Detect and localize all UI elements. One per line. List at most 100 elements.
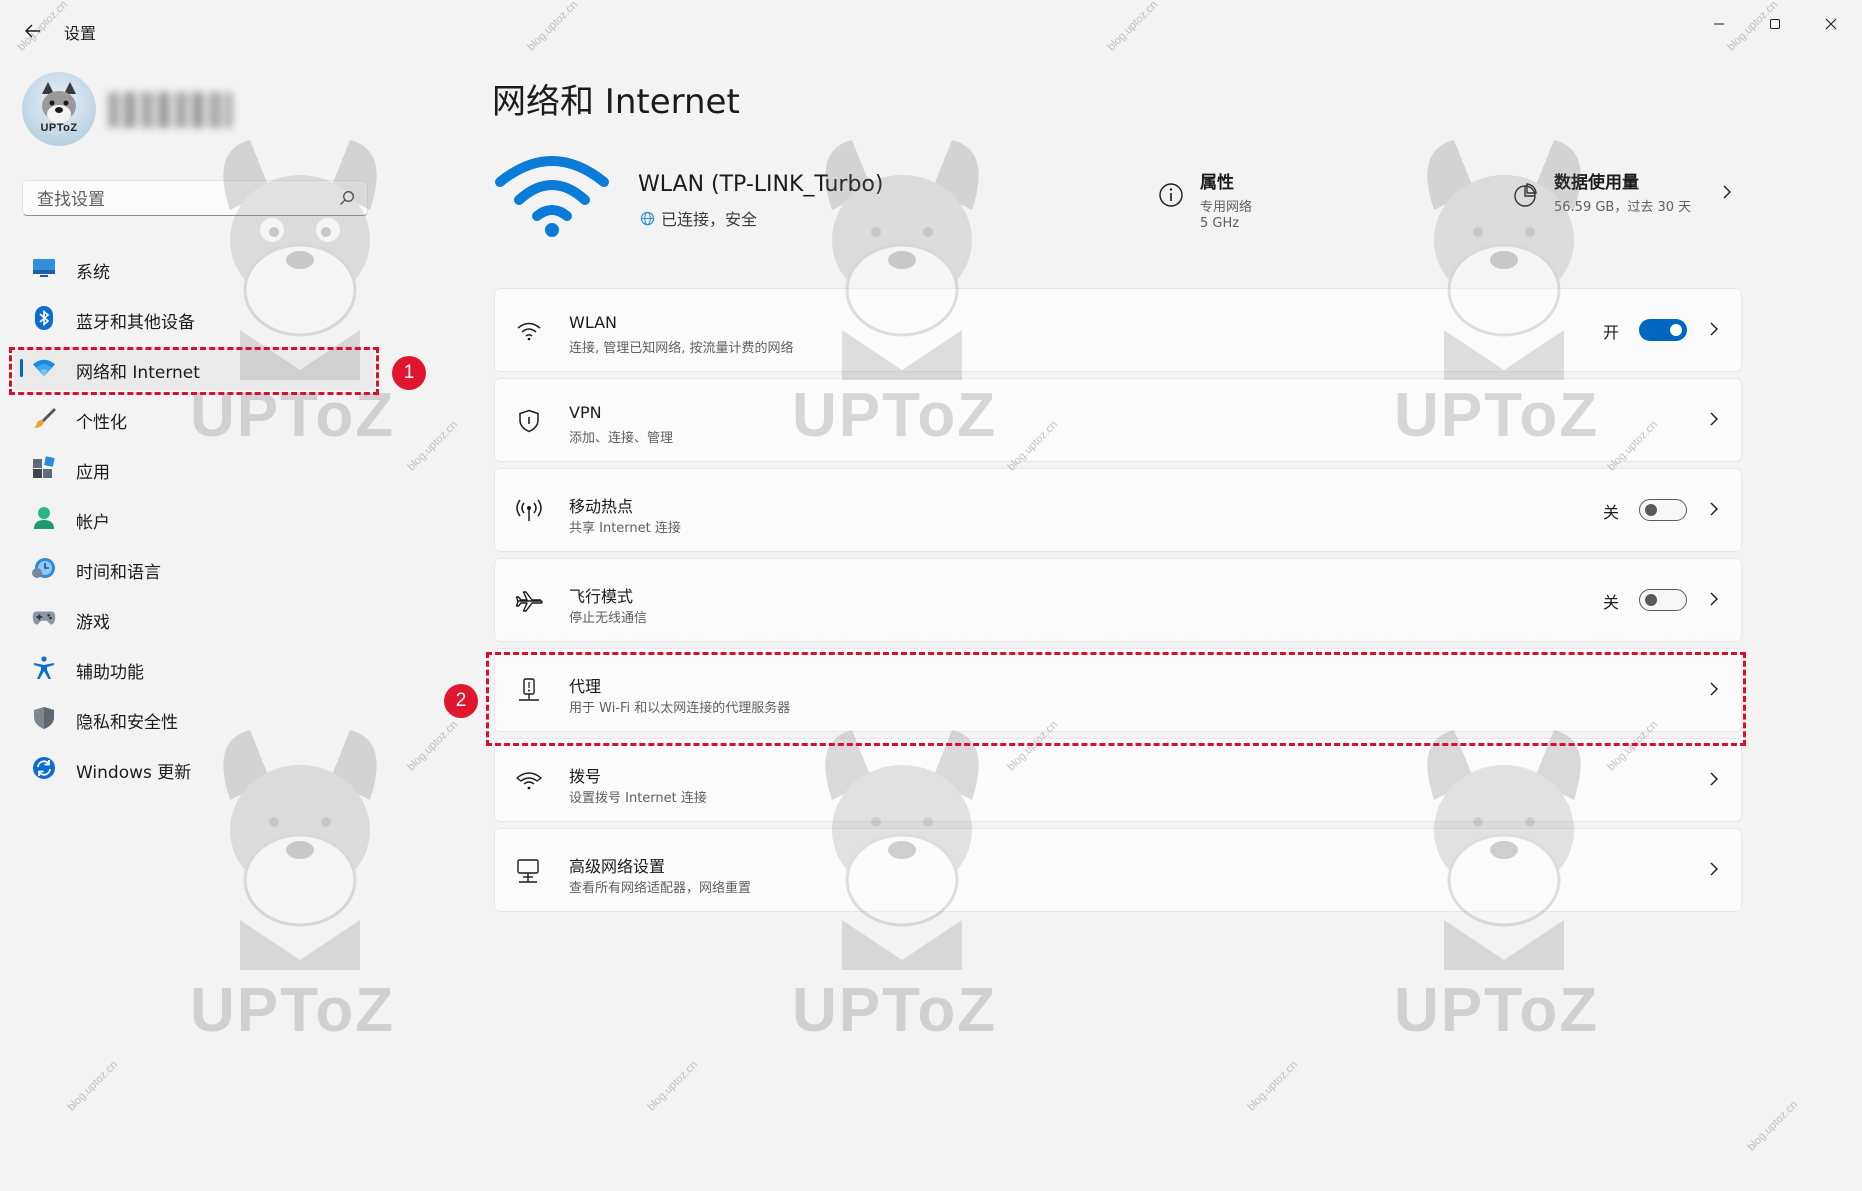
watermark-url: blog.uptoz.cn bbox=[1745, 1098, 1801, 1154]
proxy-server-icon bbox=[515, 677, 543, 705]
annotation-badge-1: 1 bbox=[392, 356, 426, 390]
toggle-knob bbox=[1670, 324, 1682, 336]
bluetooth-icon bbox=[32, 306, 56, 330]
annotation-badge-2: 2 bbox=[444, 684, 478, 718]
wifi-icon bbox=[515, 317, 543, 345]
gamepad-icon bbox=[32, 606, 56, 630]
sidebar-item-label: 帐户 bbox=[76, 513, 110, 533]
chevron-right-icon bbox=[1709, 771, 1719, 787]
avatar-text: UPToZ bbox=[40, 122, 78, 134]
maximize-button[interactable] bbox=[1752, 6, 1798, 42]
card-title: 代理 bbox=[569, 677, 602, 696]
card-title: VPN bbox=[569, 403, 602, 422]
sidebar-item-label: 个性化 bbox=[76, 413, 127, 433]
sidebar-item-label: 网络和 Internet bbox=[76, 363, 200, 383]
card-advanced-network-settings[interactable]: 高级网络设置 查看所有网络适配器，网络重置 bbox=[494, 828, 1742, 912]
close-button[interactable] bbox=[1808, 6, 1854, 42]
card-title: WLAN bbox=[569, 313, 618, 332]
card-title: 飞行模式 bbox=[569, 587, 634, 606]
card-mobile-hotspot[interactable]: 移动热点 共享 Internet 连接 关 bbox=[494, 468, 1742, 552]
monitor-icon bbox=[32, 256, 56, 280]
card-airplane-mode[interactable]: 飞行模式 停止无线通信 关 bbox=[494, 558, 1742, 642]
globe-icon bbox=[640, 211, 655, 226]
apps-icon bbox=[32, 456, 56, 480]
network-pc-icon bbox=[515, 857, 543, 885]
data-usage-link[interactable]: 数据使用量 56.59 GB，过去 30 天 bbox=[1512, 168, 1732, 224]
card-subtitle: 设置拨号 Internet 连接 bbox=[569, 791, 707, 806]
properties-network-type: 专用网络 bbox=[1200, 200, 1253, 215]
person-icon bbox=[32, 506, 56, 530]
sidebar-item-apps[interactable]: 应用 bbox=[14, 446, 374, 490]
user-name-redacted bbox=[108, 92, 232, 128]
hotspot-icon bbox=[515, 497, 543, 525]
schnauzer-icon bbox=[42, 82, 76, 123]
sidebar-item-label: 隐私和安全性 bbox=[76, 713, 178, 733]
settings-cards: WLAN 连接, 管理已知网络, 按流量计费的网络 开 VPN 添加、连接、管理… bbox=[494, 288, 1742, 918]
card-subtitle: 用于 Wi-Fi 和以太网连接的代理服务器 bbox=[569, 701, 791, 716]
watermark-url: blog.uptoz.cn bbox=[65, 1058, 121, 1114]
card-subtitle: 停止无线通信 bbox=[569, 611, 648, 626]
data-usage-detail: 56.59 GB，过去 30 天 bbox=[1554, 200, 1692, 215]
sidebar-item-bluetooth[interactable]: 蓝牙和其他设备 bbox=[14, 296, 374, 340]
paintbrush-icon bbox=[32, 406, 56, 430]
card-title: 高级网络设置 bbox=[569, 857, 666, 876]
dialup-icon bbox=[515, 767, 543, 795]
chevron-right-icon bbox=[1709, 501, 1719, 517]
search-icon[interactable] bbox=[339, 190, 355, 206]
sidebar-item-accessibility[interactable]: 辅助功能 bbox=[14, 646, 374, 690]
clock-globe-icon bbox=[32, 556, 56, 580]
arrow-left-icon bbox=[24, 22, 42, 40]
sidebar-item-label: Windows 更新 bbox=[76, 763, 192, 783]
accessibility-icon bbox=[32, 656, 56, 680]
network-status-text: 已连接，安全 bbox=[661, 210, 758, 229]
properties-band: 5 GHz bbox=[1200, 216, 1240, 231]
sidebar-item-personalization[interactable]: 个性化 bbox=[14, 396, 374, 440]
airplane-mode-toggle[interactable] bbox=[1639, 589, 1687, 611]
sidebar-item-label: 应用 bbox=[76, 463, 110, 483]
maximize-icon bbox=[1769, 18, 1781, 30]
sidebar-item-label: 系统 bbox=[76, 263, 110, 283]
watermark-url: blog.uptoz.cn bbox=[405, 718, 461, 774]
hotspot-toggle[interactable] bbox=[1639, 499, 1687, 521]
watermark-brand: UPToZ bbox=[1394, 976, 1600, 1045]
chevron-right-icon bbox=[1709, 321, 1719, 337]
chevron-right-icon bbox=[1709, 681, 1719, 697]
sidebar-item-label: 辅助功能 bbox=[76, 663, 144, 683]
sidebar-item-gaming[interactable]: 游戏 bbox=[14, 596, 374, 640]
toggle-state-label: 开 bbox=[1602, 323, 1619, 342]
wifi-large-icon bbox=[492, 152, 612, 238]
minimize-button[interactable] bbox=[1696, 6, 1742, 42]
sidebar-item-system[interactable]: 系统 bbox=[14, 246, 374, 290]
info-icon bbox=[1158, 182, 1184, 208]
watermark-brand: UPToZ bbox=[792, 976, 998, 1045]
watermark-url: blog.uptoz.cn bbox=[645, 1058, 701, 1114]
card-proxy[interactable]: 代理 用于 Wi-Fi 和以太网连接的代理服务器 bbox=[494, 648, 1742, 732]
sidebar-item-label: 时间和语言 bbox=[76, 563, 161, 583]
vpn-shield-icon bbox=[515, 407, 543, 435]
watermark-url: blog.uptoz.cn bbox=[405, 418, 461, 474]
chevron-right-icon bbox=[1709, 411, 1719, 427]
sidebar-item-accounts[interactable]: 帐户 bbox=[14, 496, 374, 540]
chevron-right-icon bbox=[1709, 861, 1719, 877]
card-wlan[interactable]: WLAN 连接, 管理已知网络, 按流量计费的网络 开 bbox=[494, 288, 1742, 372]
card-subtitle: 查看所有网络适配器，网络重置 bbox=[569, 881, 752, 896]
toggle-knob bbox=[1645, 504, 1657, 516]
wlan-toggle[interactable] bbox=[1639, 319, 1687, 341]
network-status: 已连接，安全 bbox=[640, 206, 757, 230]
card-vpn[interactable]: VPN 添加、连接、管理 bbox=[494, 378, 1742, 462]
sidebar-nav: 系统 蓝牙和其他设备 网络和 Internet 个性化 应用 帐户 时间和语 bbox=[14, 246, 374, 796]
sidebar-item-privacy[interactable]: 隐私和安全性 bbox=[14, 696, 374, 740]
airplane-icon bbox=[515, 587, 543, 615]
search-input[interactable] bbox=[35, 187, 339, 213]
card-dial-up[interactable]: 拨号 设置拨号 Internet 连接 bbox=[494, 738, 1742, 822]
sidebar-item-network[interactable]: 网络和 Internet bbox=[14, 346, 374, 390]
sidebar-item-time-language[interactable]: 时间和语言 bbox=[14, 546, 374, 590]
card-subtitle: 共享 Internet 连接 bbox=[569, 521, 681, 536]
search-box[interactable] bbox=[22, 180, 368, 216]
sidebar-item-windows-update[interactable]: Windows 更新 bbox=[14, 746, 374, 790]
watermark-brand: UPToZ bbox=[190, 976, 396, 1045]
title-bar: 设置 bbox=[0, 0, 1862, 60]
avatar[interactable]: UPToZ bbox=[22, 72, 96, 146]
back-button[interactable] bbox=[16, 14, 50, 48]
properties-title: 属性 bbox=[1200, 173, 1234, 193]
